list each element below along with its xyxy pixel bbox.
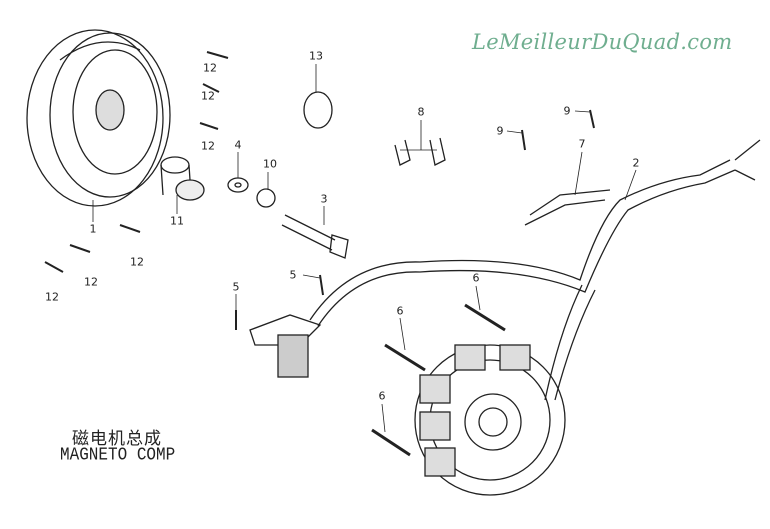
callout-label: 12 [45,290,59,304]
title-english: MAGNETO COMP [60,444,176,466]
callout-label: 12 [201,139,215,153]
callout-label: 13 [309,49,323,63]
bolt-part [281,214,349,259]
callout-label: 7 [578,137,586,151]
stator-part [414,344,566,496]
watermark: LeMeilleurDuQuad.com [472,30,733,54]
callout-label: 12 [84,275,98,289]
callout-label: 11 [170,214,184,228]
title-chinese: 磁电机总成 [72,429,162,449]
callout-label: 9 [496,124,504,138]
callout-label: 5 [289,268,297,282]
callout-label: 12 [130,255,144,269]
leader-lines [92,64,637,433]
callout-label: 3 [320,192,328,206]
callout-label: 9 [563,104,571,118]
o-ring-part [303,91,333,129]
washer-part [256,188,276,208]
callout-label: 1 [89,222,97,236]
clip-part [394,137,446,166]
flywheel-part [26,29,171,207]
bushing-part [160,156,205,201]
callout-label: 12 [203,61,217,75]
callout-label: 6 [472,271,480,285]
washer-part [227,177,249,193]
callout-label: 12 [201,89,215,103]
screws [44,51,595,457]
bracket-part [524,189,611,226]
callout-label: 5 [232,280,240,294]
callout-label: 6 [378,389,386,403]
callout-label: 6 [396,304,404,318]
wire-harness [249,139,761,401]
callout-label: 4 [234,138,242,152]
callout-label: 8 [417,105,425,119]
callout-label: 2 [632,156,640,170]
callout-label: 10 [263,157,277,171]
